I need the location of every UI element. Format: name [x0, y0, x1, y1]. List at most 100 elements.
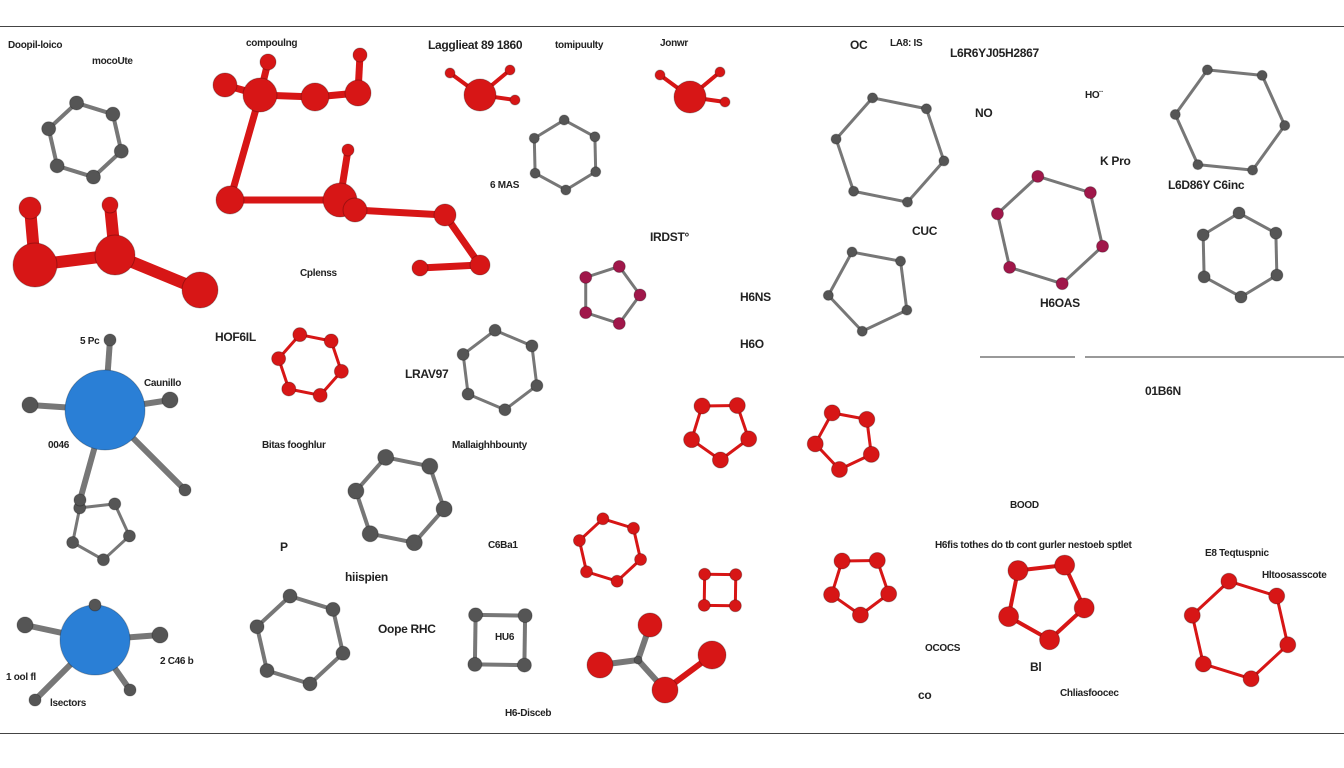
bond: [1190, 614, 1205, 665]
bond: [1228, 579, 1278, 598]
atom: [528, 132, 540, 144]
label: Lagglieat 89 1860: [428, 38, 523, 52]
atom: [212, 72, 238, 98]
atom: [433, 203, 457, 227]
atom: [868, 551, 886, 569]
atom: [105, 106, 121, 122]
atom: [347, 482, 365, 500]
atom: [1096, 239, 1110, 253]
label: mocoUte: [92, 56, 133, 67]
label: 0046: [48, 440, 70, 451]
bond: [861, 308, 908, 333]
atom: [612, 259, 626, 273]
bond: [475, 612, 526, 618]
label: Mallaighhbounty: [452, 440, 527, 451]
atom: [300, 82, 330, 112]
atom: [463, 78, 497, 112]
atom: [444, 67, 456, 79]
bond: [255, 594, 292, 629]
bond: [504, 384, 538, 411]
atom: [123, 683, 137, 697]
bond: [266, 668, 311, 686]
label: Jonwr: [660, 38, 688, 49]
atom: [16, 616, 34, 634]
label: lsectors: [50, 698, 86, 709]
atom: [259, 53, 277, 71]
label: BOOD: [1010, 500, 1039, 511]
bond: [1207, 68, 1263, 77]
atom: [633, 655, 643, 665]
atom: [901, 304, 913, 316]
atom: [1054, 554, 1076, 576]
atom: [411, 259, 429, 277]
label: LRAV97: [405, 367, 449, 381]
label: co: [918, 688, 932, 702]
label: L6D86Y C6inc: [1168, 178, 1245, 192]
label: 01B6N: [1145, 384, 1181, 398]
label: 5 Pc: [80, 336, 100, 347]
atom: [101, 196, 119, 214]
label: CUC: [912, 224, 938, 238]
atom: [333, 363, 349, 379]
bond: [1250, 643, 1289, 680]
atom: [28, 693, 42, 707]
atom: [580, 565, 594, 579]
atom: [41, 121, 57, 137]
atom: [1194, 655, 1212, 673]
bond: [872, 96, 927, 111]
bond: [1191, 580, 1230, 617]
atom: [654, 69, 666, 81]
bond: [1238, 211, 1277, 235]
bond: [1173, 113, 1200, 166]
atom: [698, 567, 712, 581]
atom: [1039, 629, 1061, 651]
label: C6Ba1: [488, 540, 518, 551]
bond: [331, 608, 345, 654]
label: NO: [975, 106, 993, 120]
atom: [69, 95, 85, 111]
atom: [938, 155, 950, 167]
atom: [823, 404, 841, 422]
bond: [226, 94, 264, 201]
atom: [867, 92, 879, 104]
label: Oope RHC: [378, 622, 436, 636]
label: Bl: [1030, 660, 1042, 674]
atom: [1270, 268, 1284, 282]
atom: [880, 585, 898, 603]
atom: [302, 676, 318, 692]
atom: [590, 166, 602, 178]
bond: [1203, 275, 1242, 299]
label: Cplenss: [300, 268, 337, 279]
atom: [596, 512, 610, 526]
atom: [579, 306, 593, 320]
atom: [634, 552, 648, 566]
label: E8 Teqtuspnic: [1205, 548, 1269, 559]
atom: [728, 599, 742, 613]
label: HOF6IL: [215, 330, 256, 344]
label: H6fis tothes do tb cont gurler nestoeb s…: [935, 540, 1132, 551]
atom: [833, 552, 851, 570]
atom: [181, 271, 219, 309]
atom: [1196, 228, 1210, 242]
bottom-border: [0, 733, 1344, 734]
atom: [312, 387, 328, 403]
atom: [469, 254, 491, 276]
atom: [830, 133, 842, 145]
atom: [1073, 597, 1095, 619]
atom: [586, 651, 614, 679]
label: HO¨: [1085, 90, 1103, 101]
atom: [335, 645, 351, 661]
bond: [533, 118, 565, 140]
atom: [612, 317, 626, 331]
label: LA8: IS: [890, 38, 923, 49]
atom: [862, 445, 880, 463]
atom: [728, 396, 746, 414]
bond: [532, 138, 537, 174]
bond: [853, 189, 908, 204]
atom: [1003, 260, 1017, 274]
bond: [834, 138, 856, 192]
label: 6 MAS: [490, 180, 520, 191]
atom: [215, 185, 245, 215]
atom: [1183, 606, 1201, 624]
